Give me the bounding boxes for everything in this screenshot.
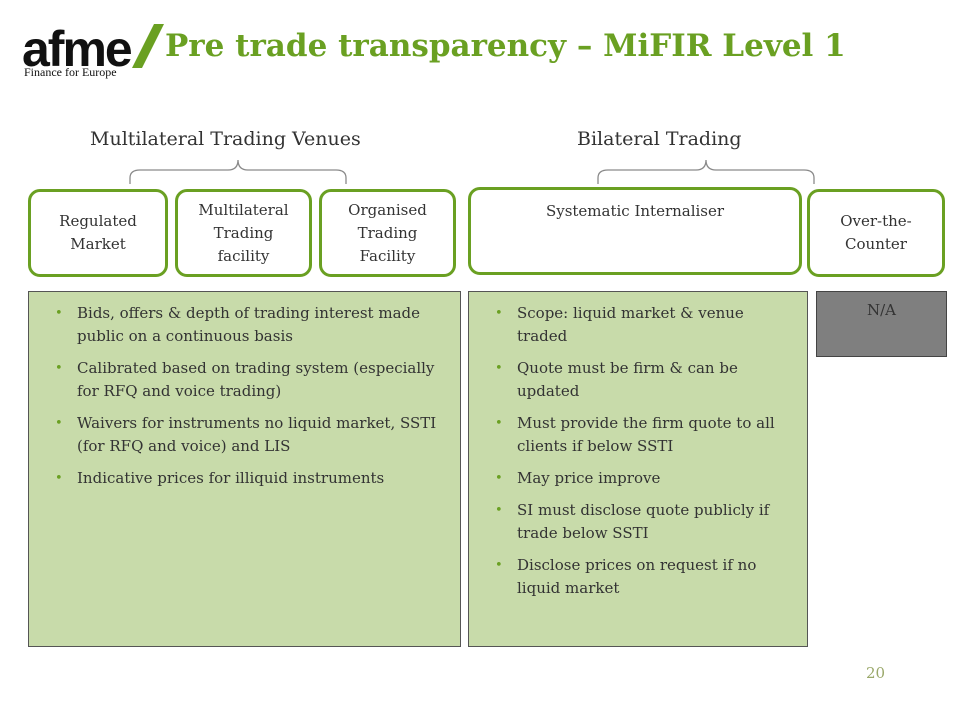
list-item: Disclose prices on request if no liquid … [495,554,797,600]
brace-bilateral [597,159,815,184]
otc-note: N/A [866,301,896,319]
group-braces [129,159,815,184]
heading-multilateral-trading-venues: Multilateral Trading Venues [90,128,361,150]
venue-label: Systematic Internaliser [545,202,725,220]
otc-note-panel: N/A [816,291,947,357]
page-number: 20 [866,664,886,682]
venue-label: Multilateral Trading facility [198,200,289,265]
multilateral-requirements-list: Bids, offers & depth of trading interest… [55,302,446,490]
page-title: Pre trade transparency – MiFIR Level 1 [165,28,846,64]
venue-label: Organised Trading Facility [348,200,427,265]
list-item: Bids, offers & depth of trading interest… [55,302,446,348]
si-requirements-list: Scope: liquid market & venue traded Quot… [495,302,797,600]
list-item: Waivers for instruments no liquid market… [55,412,446,458]
venue-label: Regulated Market [59,212,137,253]
list-item: Calibrated based on trading system (espe… [55,357,446,403]
list-item: Quote must be firm & can be updated [495,357,797,403]
list-item: SI must disclose quote publicly if trade… [495,499,797,545]
brace-multilateral [129,159,347,184]
multilateral-requirements-panel: Bids, offers & depth of trading interest… [28,291,461,647]
logo-slash-icon [132,24,164,68]
si-requirements-panel: Scope: liquid market & venue traded Quot… [468,291,808,647]
afme-logo-subtitle: Finance for Europe [24,65,117,79]
venue-box-organised-trading-facility: Organised Trading Facility [319,189,456,277]
venue-box-regulated-market: Regulated Market [28,189,168,277]
venue-label: Over-the-Counter [840,212,912,253]
list-item: Must provide the firm quote to all clien… [495,412,797,458]
afme-logo-word: afme [22,21,133,77]
list-item: Indicative prices for illiquid instrumen… [55,467,446,490]
venue-box-multilateral-trading-facility: Multilateral Trading facility [175,189,312,277]
list-item: May price improve [495,467,797,490]
heading-bilateral-trading: Bilateral Trading [577,128,742,150]
venue-box-over-the-counter: Over-the-Counter [807,189,945,277]
list-item: Scope: liquid market & venue traded [495,302,797,348]
venue-box-systematic-internaliser: Systematic Internaliser [468,187,802,275]
